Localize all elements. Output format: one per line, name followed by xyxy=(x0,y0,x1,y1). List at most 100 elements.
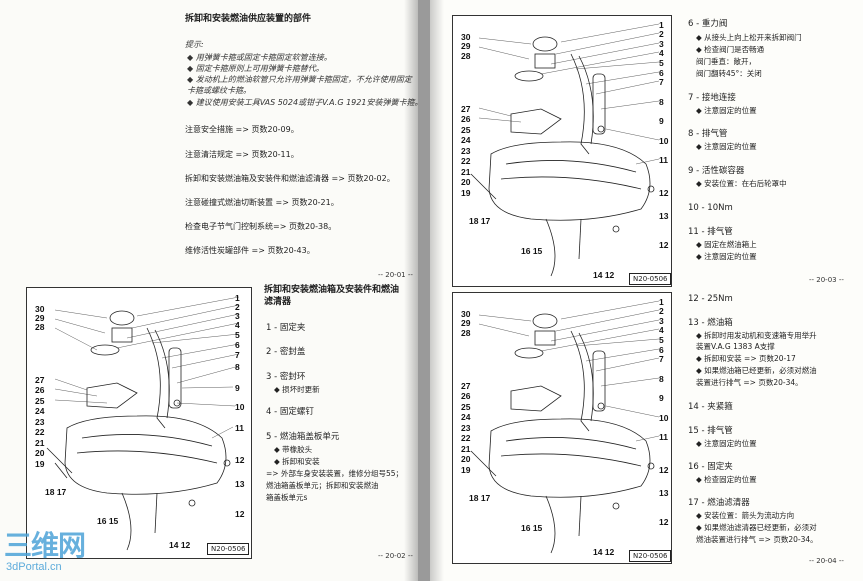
callout-number: 28 xyxy=(461,51,471,61)
callout-number: 28 xyxy=(461,328,471,338)
legend-item: 6 - 重力阀 xyxy=(688,19,728,29)
legend-item: 7 - 接地连接 xyxy=(688,93,736,103)
reference-link: 注意碰撞式燃油切断装置 => 页数20-21。 xyxy=(185,198,339,207)
legend-subitem: 阀门垂直：敞开， xyxy=(696,57,756,66)
exploded-view-figure: 1 2 3 4 5 6 7 8 9 10 11 12 13 12 30 29 2… xyxy=(452,292,672,564)
callout-number: 3 xyxy=(659,316,664,326)
figure-code: N20-0506 xyxy=(629,550,672,562)
reference-link: 注意清洁规定 => 页数20-11。 xyxy=(185,150,299,159)
callout-number: 22 xyxy=(461,433,471,443)
reference-link: 维修活性炭罐部件 => 页数20-43。 xyxy=(185,246,315,255)
callout-number: 9 xyxy=(235,383,240,393)
callout-number: 26 xyxy=(461,114,471,124)
legend-subitem: 装置进行排气 => 页数20-34。 xyxy=(696,378,803,387)
legend-subitem: ◆ 拆卸和安装 => 页数20-17 xyxy=(696,354,796,363)
legend-subitem: ◆ 如果燃油滤清器已经更新，必须对 xyxy=(696,523,817,532)
callout-number: 5 xyxy=(235,330,240,340)
callout-number: 23 xyxy=(461,423,471,433)
callout-number: 25 xyxy=(35,396,45,406)
legend-item: 16 - 固定夹 xyxy=(688,462,733,472)
exploded-view-figure: 1 2 3 4 5 6 7 8 9 10 11 12 13 12 30 29 2… xyxy=(452,15,672,287)
callout-number: 7 xyxy=(659,77,664,87)
fuel-system-drawing xyxy=(46,296,240,551)
callout-number: 5 xyxy=(659,335,664,345)
hint-line: ◆ 发动机上的燃油软管只允许用弹簧卡箍固定，不允许使用固定 xyxy=(187,75,412,84)
hint-line: ◆ 建议使用安装工具VAS 5024或钳子V.A.G 1921安装弹簧卡箍。 xyxy=(187,98,418,107)
exploded-view-figure: 1 2 3 4 5 6 7 8 9 10 11 12 13 12 30 29 2… xyxy=(26,287,252,559)
callout-number: 29 xyxy=(35,313,45,323)
callout-number: 5 xyxy=(659,58,664,68)
legend-item: 3 - 密封环 xyxy=(266,372,306,382)
callout-number: 20 xyxy=(461,177,471,187)
callout-number: 7 xyxy=(235,350,240,360)
callout-number: 29 xyxy=(461,318,471,328)
legend-subitem: ◆ 从接头上向上松开来拆卸阀门 xyxy=(696,33,802,42)
legend-item: 13 - 燃油箱 xyxy=(688,318,733,328)
watermark-logo: 三维网 xyxy=(4,530,86,561)
callout-number: 4 xyxy=(235,320,240,330)
callout-number: 12 xyxy=(659,517,669,527)
page-number: -- 20-03 -- xyxy=(809,276,844,284)
callout-number: 13 xyxy=(659,488,669,498)
callout-number: 30 xyxy=(461,32,471,42)
legend-subitem: ◆ 如果燃油箱已经更新，必须对燃油 xyxy=(696,366,817,375)
legend-item: 11 - 排气管 xyxy=(688,227,733,237)
callout-number: 8 xyxy=(659,97,664,107)
callout-number: 10 xyxy=(659,413,669,423)
page-number: -- 20-04 -- xyxy=(809,557,844,565)
callout-number: 18 17 xyxy=(469,216,491,226)
callout-number: 8 xyxy=(659,374,664,384)
callout-number: 13 xyxy=(659,211,669,221)
callout-number: 10 xyxy=(659,136,669,146)
callout-number: 24 xyxy=(35,406,45,416)
legend-item: 9 - 活性碳容器 xyxy=(688,166,745,176)
hint-line: ◆ 固定卡箍原则上可用弹簧卡箍替代。 xyxy=(187,64,324,73)
section-title: 滤清器 xyxy=(264,297,292,307)
callout-number: 22 xyxy=(35,427,45,437)
legend-item: 12 - 25Nm xyxy=(688,294,733,304)
callout-number: 1 xyxy=(235,293,240,303)
callout-number: 12 xyxy=(235,455,245,465)
callout-number: 6 xyxy=(659,68,664,78)
hint-line: ◆ 用弹簧卡箍或固定卡箍固定软管连接。 xyxy=(187,53,332,62)
callout-number: 18 17 xyxy=(469,493,491,503)
callout-number: 4 xyxy=(659,48,664,58)
callout-number: 23 xyxy=(461,146,471,156)
legend-subitem: ◆ 注意固定的位置 xyxy=(696,106,757,115)
legend-item: 1 - 固定夹 xyxy=(266,323,306,333)
callout-number: 20 xyxy=(461,454,471,464)
callout-number: 1 xyxy=(659,20,664,30)
legend-item: 8 - 排气管 xyxy=(688,129,728,139)
legend-subitem: 燃油装置进行排气 => 页数20-34。 xyxy=(696,535,818,544)
watermark-text: 3dPortal.cn xyxy=(6,561,62,573)
callout-number: 3 xyxy=(235,311,240,321)
legend-item: 15 - 排气管 xyxy=(688,426,733,436)
legend-item: 10 - 10Nm xyxy=(688,203,733,213)
figure-code: N20-0506 xyxy=(629,273,672,285)
callout-number: 27 xyxy=(35,375,45,385)
callout-number: 12 xyxy=(659,465,669,475)
site-watermark: 三维网 3dPortal.cn xyxy=(2,531,122,579)
reference-link: 检查电子节气门控制系统=> 页数20-38。 xyxy=(185,222,337,231)
callout-number: 30 xyxy=(35,304,45,314)
legend-subitem: 箱盖板单元s xyxy=(266,493,308,502)
callout-number: 25 xyxy=(461,402,471,412)
legend-subitem: 燃油箱盖板单元；拆卸和安装燃油 xyxy=(266,481,379,490)
callout-number: 27 xyxy=(461,104,471,114)
callout-number: 11 xyxy=(659,155,668,165)
section-title: 拆卸和安装燃油箱及安装件和燃油 xyxy=(264,285,400,295)
callout-number: 23 xyxy=(35,417,45,427)
legend-subitem: ◆ 固定在燃油箱上 xyxy=(696,240,757,249)
callout-number: 9 xyxy=(659,116,664,126)
callout-number: 13 xyxy=(235,479,245,489)
legend-item: 4 - 固定螺钉 xyxy=(266,407,314,417)
page-number: -- 20-01 -- xyxy=(378,271,413,279)
binding-shadow xyxy=(404,0,418,581)
legend-subitem: ◆ 拆卸时用发动机和变速箱专用举升 xyxy=(696,331,817,340)
callout-number: 8 xyxy=(235,362,240,372)
callout-number: 12 xyxy=(659,188,669,198)
hint-label: 提示: xyxy=(185,40,204,49)
callout-number: 29 xyxy=(461,41,471,51)
callout-number: 26 xyxy=(35,385,45,395)
figure-code: N20-0506 xyxy=(207,543,250,555)
